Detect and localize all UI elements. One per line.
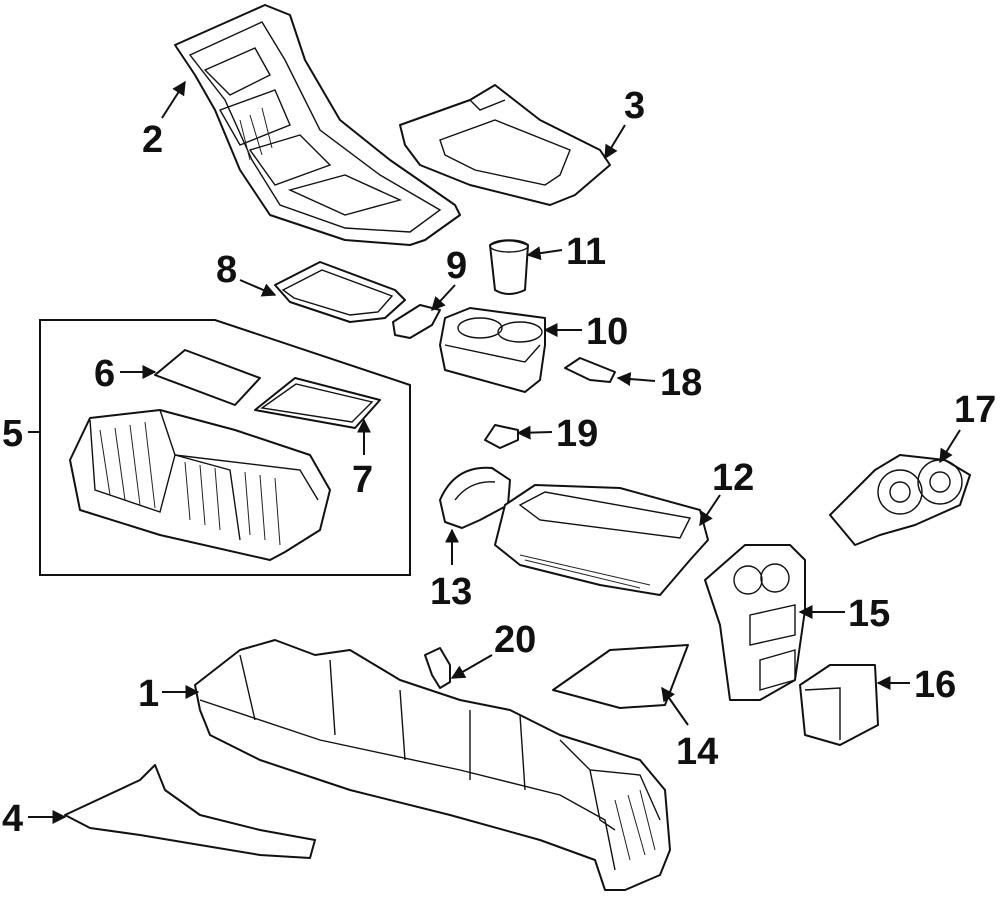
callout-2: 2 [142,119,163,161]
part-9-latch [392,304,441,339]
callout-15: 15 [848,593,890,635]
part-18-clip [564,357,616,383]
part-16-outlet-module [799,664,879,746]
callout-11: 11 [566,231,606,273]
part-3-shift-bezel [399,84,611,206]
leader-lines [28,80,961,824]
callout-5: 5 [2,413,23,455]
part-17-rear-vent [829,454,971,546]
leader-3 [604,124,626,160]
callout-9: 9 [446,245,467,287]
leader-12 [699,494,721,527]
callout-3: 3 [624,85,645,127]
leader-2 [161,80,186,119]
part-7-mat [254,377,381,429]
leader-14 [661,686,689,726]
callout-4: 4 [2,798,23,840]
part-4-side-trim [64,764,316,859]
leader-9 [431,284,456,312]
part-11-cup-insert [489,239,529,295]
callout-13: 13 [430,571,472,613]
callout-19: 19 [556,413,598,455]
callout-16: 16 [914,664,956,706]
part-6-mat [154,349,261,406]
part-5-storage-box [69,409,331,561]
callout-6: 6 [94,353,115,395]
callout-18: 18 [660,362,702,404]
part-15-rear-panel [704,544,806,701]
part-14-mat [552,644,689,709]
callout-17: 17 [954,389,996,431]
callout-1: 1 [138,673,159,715]
part-5-assembly-frame [39,319,411,576]
callout-10: 10 [586,311,628,353]
leader-19 [516,425,553,440]
leader-18 [616,372,656,386]
part-1-console-base [194,639,671,891]
leader-11 [526,246,563,261]
leader-8 [239,279,277,297]
callout-8: 8 [216,249,237,291]
part-12-armrest-lid [494,484,709,596]
callout-20: 20 [494,619,536,661]
callout-7: 7 [352,459,373,501]
leader-20 [450,654,493,679]
part-20-bracket [424,647,451,689]
callout-12: 12 [712,457,754,499]
part-2-upper-trim-panel [174,4,461,246]
leader-17 [939,429,961,464]
part-13-hinge-cover [439,466,511,529]
part-10-cup-holder [439,307,546,393]
callout-labels: 1 2 3 4 5 6 7 8 9 10 11 12 13 14 15 16 1… [2,85,996,840]
callout-14: 14 [676,731,718,773]
part-8-armrest-pad [274,261,406,323]
part-19-clip [484,424,519,449]
